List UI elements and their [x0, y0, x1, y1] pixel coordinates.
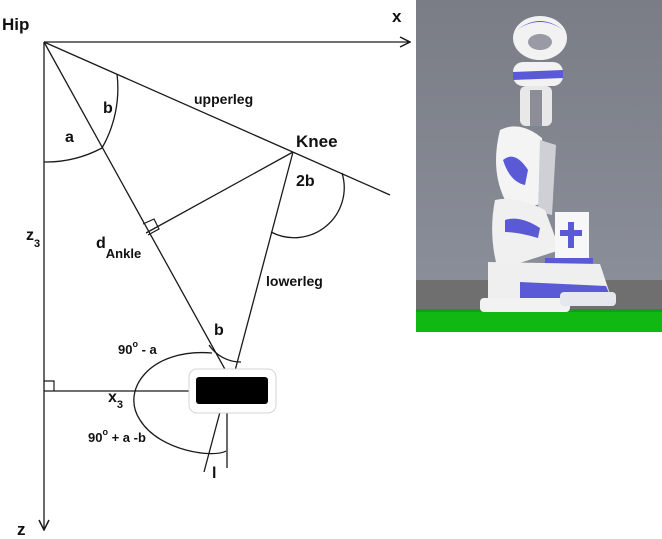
angle-2b-label: 2b — [296, 173, 315, 190]
foot-marker-label: l — [212, 465, 216, 482]
lowerleg-label: lowerleg — [266, 273, 323, 289]
x-axis-label: x — [392, 7, 402, 26]
angle-b-hip-label: b — [103, 100, 113, 117]
hip-label: Hip — [2, 15, 29, 34]
right-angle-marker-perpendicular — [142, 218, 160, 236]
right-angle-marker-x3 — [44, 380, 55, 391]
humanoid-robot — [480, 16, 616, 312]
knee-label: Knee — [296, 132, 338, 151]
robot-simulation-image — [416, 0, 662, 332]
foot-box — [196, 377, 268, 404]
upperleg-label: upperleg — [194, 91, 253, 107]
upperleg-line — [43, 41, 391, 196]
arc-angle-b-hip — [101, 73, 119, 149]
angle-90-plus-label: 90o + a -b — [88, 427, 146, 445]
z3-label: z3 — [26, 227, 40, 250]
arc-angle-a — [43, 147, 103, 163]
angle-b-ankle-label: b — [214, 322, 224, 339]
angle-a-label: a — [65, 129, 74, 146]
arc-angle-2b — [270, 172, 345, 239]
d-ankle-label: dAnkle — [96, 235, 141, 261]
arc-angle-b-ankle — [208, 344, 242, 363]
hip-ankle-line — [43, 41, 233, 383]
x3-label: x3 — [108, 389, 123, 411]
angle-90-minus-a-label: 90o - a — [118, 339, 158, 357]
grass-strip — [416, 309, 662, 332]
z-axis-label: z — [17, 520, 26, 539]
lowerleg-line — [231, 151, 294, 383]
arc-ankle-left — [133, 352, 227, 455]
perpendicular-line — [145, 151, 294, 234]
